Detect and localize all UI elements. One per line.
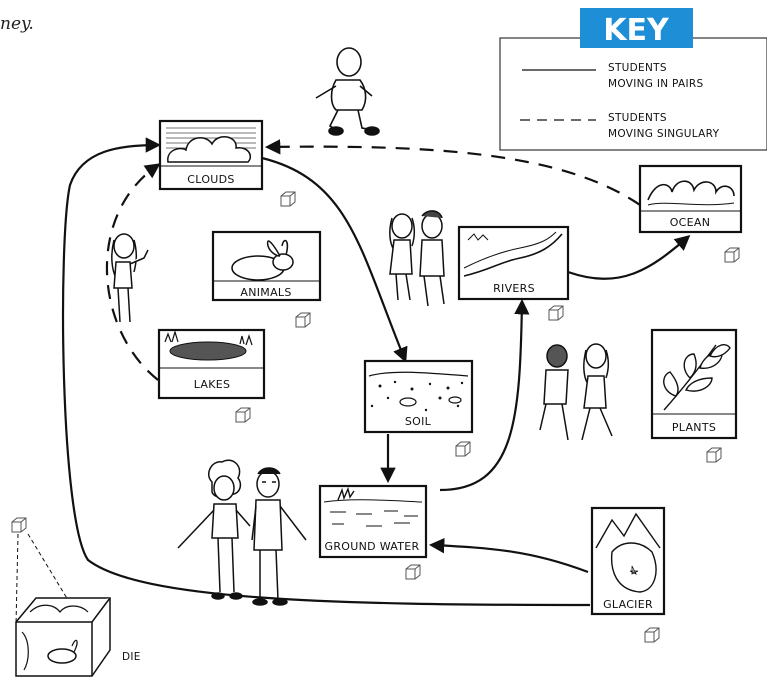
student-running-icon	[315, 47, 380, 136]
station-label-ground-water: GROUND WATER	[325, 540, 420, 553]
students-pair-walking-icon	[389, 210, 445, 307]
arrow-rivers-to-ocean	[567, 234, 691, 280]
students-pair-presenting-icon	[177, 459, 307, 606]
die-icon-soil	[455, 441, 471, 457]
arrow-glacier-to-groundwater	[428, 537, 589, 574]
students-pair-walking-away-icon	[539, 343, 613, 441]
die-illustration	[15, 533, 111, 677]
die-icon-rivers	[548, 305, 564, 321]
arrow-loop-to-clouds	[61, 137, 591, 607]
station-label-rivers: RIVERS	[493, 282, 535, 295]
station-glacier: GLACIER	[590, 506, 666, 616]
grass-icon	[337, 486, 355, 501]
river-icon	[463, 233, 563, 277]
station-animals: ANIMALS	[211, 230, 322, 302]
key-dashed-line2: MOVING SINGULARY	[608, 128, 720, 140]
die-icon-ocean	[724, 247, 740, 263]
die-icon-animals	[295, 312, 311, 328]
die-label: DIE	[122, 651, 141, 663]
die-icon-small	[11, 517, 27, 533]
die-icon-plants	[706, 447, 722, 463]
station-label-ocean: OCEAN	[670, 216, 711, 229]
station-label-animals: ANIMALS	[240, 286, 291, 299]
key-dashed-line1: STUDENTS	[608, 112, 667, 124]
station-label-soil: SOIL	[405, 415, 432, 428]
key-solid-line1: STUDENTS	[608, 62, 667, 74]
arrow-groundwater-to-rivers	[439, 298, 530, 492]
station-plants: PLANTS	[650, 328, 738, 440]
arrow-lakes-to-clouds	[105, 163, 161, 381]
arrow-ocean-to-clouds	[264, 139, 641, 206]
key-title: KEY	[603, 13, 670, 48]
key-legend: KEY STUDENTS MOVING IN PAIRS STUDENTS MO…	[499, 8, 767, 151]
arrow-clouds-to-soil	[261, 156, 408, 363]
station-lakes: LAKES	[157, 328, 266, 400]
die-icon-clouds	[280, 191, 296, 207]
cloud-icon	[167, 136, 252, 163]
station-label-lakes: LAKES	[194, 378, 231, 391]
glacier-icon	[610, 542, 657, 593]
mountain-icon	[595, 512, 661, 549]
wave-icon	[647, 180, 735, 201]
station-ocean: OCEAN	[638, 164, 743, 234]
die-icon-lakes	[235, 407, 251, 423]
station-label-clouds: CLOUDS	[187, 173, 234, 186]
station-ground-water: GROUND WATER	[318, 484, 428, 559]
key-title-bg	[580, 8, 693, 48]
rabbit-icon	[231, 239, 294, 281]
station-rivers: RIVERS	[457, 225, 570, 301]
student-girl-waving-icon	[111, 233, 149, 323]
station-label-plants: PLANTS	[672, 421, 716, 434]
key-solid-line2: MOVING IN PAIRS	[608, 78, 703, 90]
ground-water-icon	[330, 510, 418, 527]
die-icon-ground-water	[405, 564, 421, 580]
plant-icon	[663, 344, 731, 411]
station-label-glacier: GLACIER	[603, 598, 653, 611]
soil-icon	[370, 380, 464, 412]
station-clouds: CLOUDS	[158, 119, 264, 191]
station-soil: SOIL	[363, 359, 474, 434]
lake-icon	[169, 341, 247, 361]
caption-fragment: ney.	[0, 14, 34, 34]
die-icon-glacier	[644, 627, 660, 643]
